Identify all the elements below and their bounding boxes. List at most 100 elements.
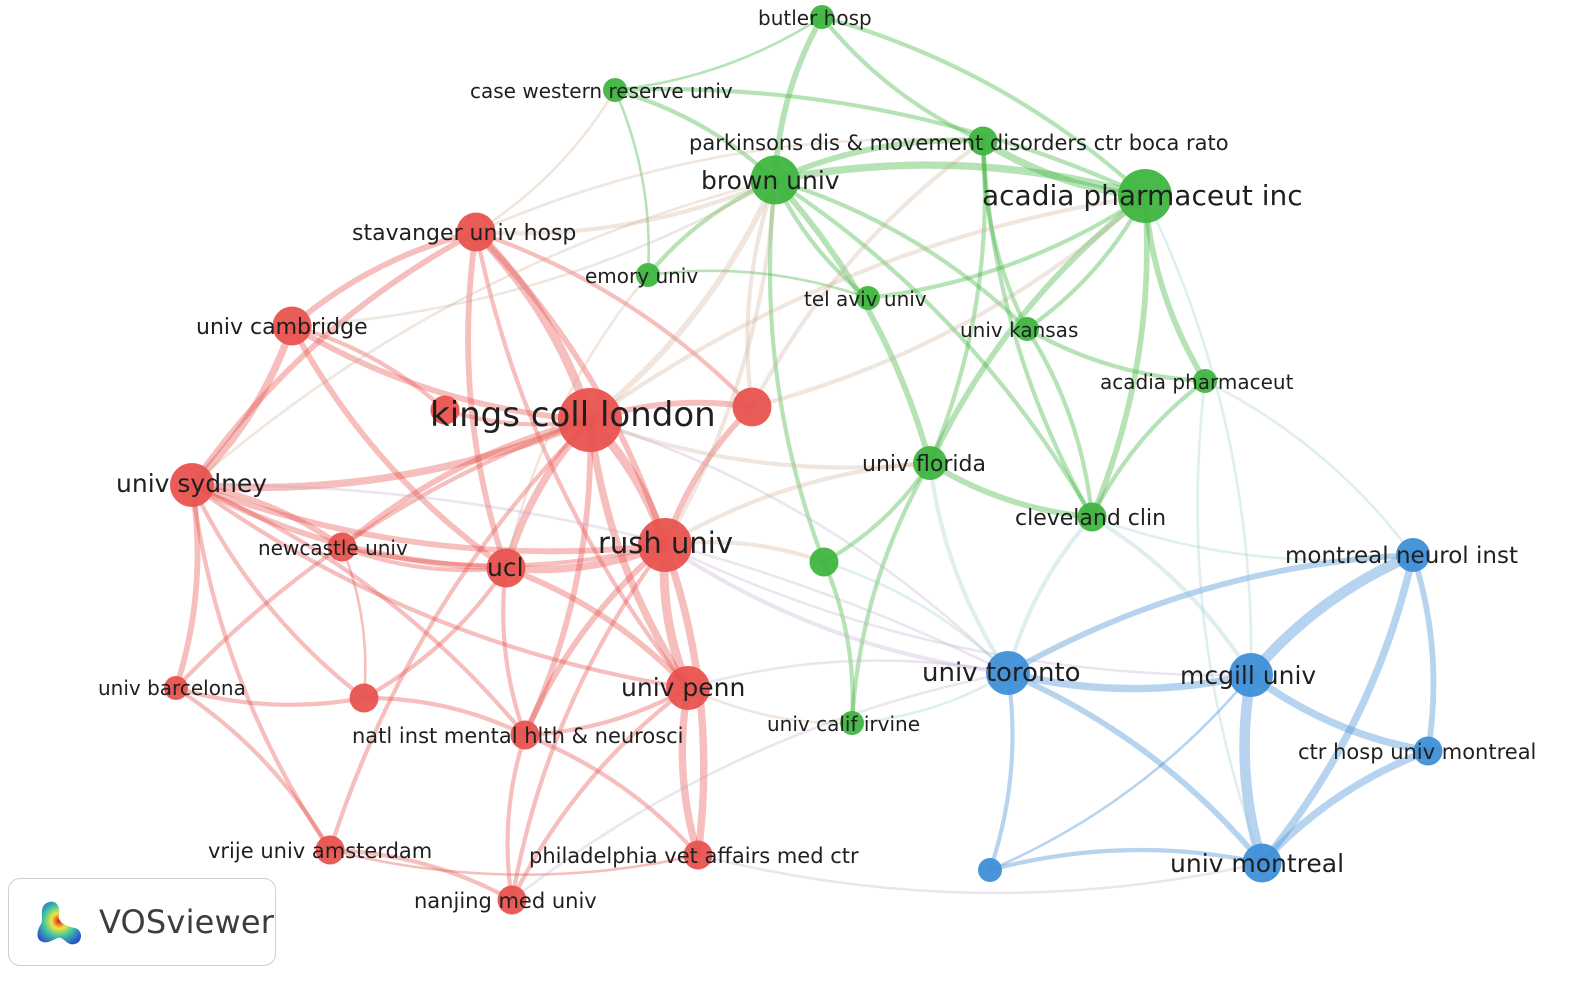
- node-toronto[interactable]: [986, 651, 1030, 695]
- link-florida-irvine: [849, 460, 933, 726]
- node-phila[interactable]: [683, 840, 713, 870]
- node-acadia[interactable]: [1193, 369, 1217, 393]
- link-acadia_inc-mcgill: [1143, 194, 1253, 677]
- vosviewer-logo-icon: [37, 901, 81, 945]
- link-nanjing-toronto: [510, 671, 1010, 902]
- node-rush[interactable]: [638, 518, 692, 572]
- node-stavanger[interactable]: [456, 212, 496, 252]
- label-kansas: univ kansas: [960, 318, 1078, 342]
- link-acadia_inc-cleveland: [1089, 193, 1150, 520]
- node-kings[interactable]: [558, 388, 622, 452]
- link-mni-chum: [1410, 552, 1437, 754]
- node-cambridge[interactable]: [272, 306, 312, 346]
- label-stavanger: stavanger univ hosp: [352, 221, 576, 246]
- link-umontreal-mni: [1258, 551, 1417, 867]
- node-vrije[interactable]: [315, 835, 345, 865]
- node-red_unl2[interactable]: [430, 395, 460, 425]
- label-kings: kings coll london: [430, 395, 716, 435]
- node-ucl[interactable]: [486, 548, 526, 588]
- link-sydney-stavanger: [189, 229, 479, 488]
- link-cambridge-brown: [290, 178, 777, 328]
- link-sydney-natl: [189, 482, 528, 738]
- link-rush-mcgill: [663, 543, 1253, 677]
- label-mcgill: mcgill univ: [1180, 661, 1316, 690]
- link-cambridge-ucl: [289, 323, 509, 571]
- link-phila-umontreal: [696, 853, 1264, 895]
- node-brown[interactable]: [750, 155, 800, 205]
- link-kings-sydney: [188, 416, 594, 492]
- node-barcelona[interactable]: [164, 676, 188, 700]
- label-emory: emory univ: [585, 264, 698, 288]
- link-umontreal-chum: [1258, 747, 1432, 867]
- label-natl: natl inst mental hlth & neurosci: [352, 724, 684, 748]
- node-blue_unl[interactable]: [978, 858, 1002, 882]
- link-brown-cleveland: [772, 177, 1095, 520]
- link-irvine-green_unl: [821, 559, 855, 726]
- node-kansas[interactable]: [1015, 317, 1039, 341]
- link-kings-stavanger: [471, 227, 595, 425]
- link-acadia_inc-acadia: [1142, 193, 1208, 384]
- node-natl[interactable]: [510, 720, 540, 750]
- link-stavanger-red_unl1: [473, 229, 755, 410]
- node-umontreal[interactable]: [1242, 843, 1282, 883]
- link-kings-vrije: [327, 417, 593, 853]
- link-sydney-vrije: [189, 482, 333, 853]
- label-umontreal: univ montreal: [1170, 849, 1344, 878]
- label-case: case western reserve univ: [470, 79, 733, 103]
- node-parkinsons[interactable]: [968, 126, 998, 156]
- node-telaviv[interactable]: [856, 286, 880, 310]
- link-red_unl1-parkinsons: [749, 138, 986, 410]
- link-sydney-penn: [189, 482, 691, 691]
- node-emory[interactable]: [636, 263, 660, 287]
- link-florida-green_unl: [821, 460, 933, 565]
- node-case[interactable]: [603, 78, 627, 102]
- link-red_unl3-natl: [361, 695, 528, 738]
- node-irvine[interactable]: [840, 711, 864, 735]
- node-mni[interactable]: [1396, 538, 1430, 572]
- node-newcastle[interactable]: [327, 532, 357, 562]
- node-green_unl[interactable]: [809, 547, 839, 577]
- node-mcgill[interactable]: [1229, 653, 1273, 697]
- label-chum: ctr hosp univ montreal: [1298, 740, 1536, 764]
- link-florida-toronto: [927, 460, 1011, 676]
- link-parkinsons-florida: [927, 138, 988, 466]
- label-ucl: ucl: [487, 553, 524, 582]
- node-chum[interactable]: [1413, 736, 1443, 766]
- link-brown-green_unl: [767, 177, 827, 565]
- node-nanjing[interactable]: [497, 885, 527, 915]
- label-penn: univ penn: [621, 673, 745, 702]
- link-cambridge-red_unl2: [289, 323, 448, 413]
- link-acadia-kansas: [1024, 326, 1208, 384]
- link-kings-toronto: [588, 418, 1010, 675]
- link-cleveland-acadia: [1089, 378, 1208, 520]
- vosviewer-label: VOSviewer: [99, 903, 275, 941]
- link-kings-newcastle: [339, 417, 593, 550]
- link-acadia_inc-butler: [819, 14, 1148, 199]
- link-acadia_inc-case: [612, 87, 1148, 199]
- label-irvine: univ calif irvine: [767, 712, 920, 736]
- node-penn[interactable]: [666, 666, 710, 710]
- link-kings-barcelona: [173, 417, 593, 691]
- label-parkinsons: parkinsons dis & movement disorders ctr …: [689, 131, 1229, 155]
- link-rush-stavanger: [473, 229, 668, 548]
- node-red_unl3[interactable]: [349, 683, 379, 713]
- link-ucl-penn: [503, 565, 691, 691]
- node-cleveland[interactable]: [1077, 502, 1107, 532]
- node-red_unl1[interactable]: [732, 387, 772, 427]
- link-stavanger-parkinsons: [474, 137, 985, 234]
- node-acadia_inc[interactable]: [1118, 169, 1172, 223]
- link-rush-toronto: [662, 542, 1011, 676]
- link-mcgill-blue_unl: [988, 673, 1253, 872]
- link-stavanger-ucl: [465, 229, 509, 571]
- node-sydney[interactable]: [170, 463, 214, 507]
- link-acadia-mni: [1203, 379, 1415, 557]
- link-parkinsons-kansas: [980, 138, 1030, 332]
- link-stavanger-penn: [473, 229, 691, 691]
- link-kings-acadia_inc: [587, 193, 1148, 423]
- link-umontreal-toronto: [1005, 670, 1265, 866]
- node-butler[interactable]: [810, 5, 834, 29]
- link-sydney-red_unl3: [189, 482, 367, 701]
- link-parkinsons-cleveland: [980, 138, 1095, 520]
- node-florida[interactable]: [913, 446, 947, 480]
